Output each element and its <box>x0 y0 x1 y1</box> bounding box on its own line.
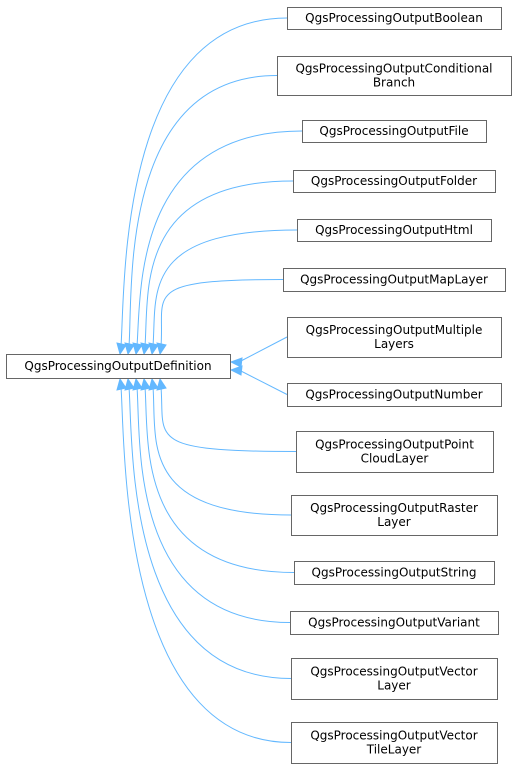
class-node-conditional-branch-label-line-1: QgsProcessingOutputConditional <box>295 62 492 76</box>
class-node-folder-label-line-1: QgsProcessingOutputFolder <box>311 174 477 188</box>
class-node-vector-layer-label-line-2: Layer <box>377 679 411 693</box>
inheritance-edge-vector-layer <box>128 386 292 679</box>
inheritance-edge-multiple-layers <box>238 336 288 363</box>
class-node-map-layer-label-line-1: QgsProcessingOutputMapLayer <box>300 273 488 287</box>
inheritance-edge-variant <box>136 386 291 623</box>
inheritance-edge-html <box>152 229 298 347</box>
class-node-multiple-layers-label-line-1: QgsProcessingOutputMultiple <box>306 323 483 337</box>
class-node-point-cloud-layer-label-line-1: QgsProcessingOutputPoint <box>315 438 474 452</box>
class-node-string-label-line-1: QgsProcessingOutputString <box>312 566 477 580</box>
inheritance-edge-conditional-branch <box>128 75 278 347</box>
class-node-vector-layer-label-line-1: QgsProcessingOutputVector <box>310 665 477 679</box>
inheritance-arrowhead-map-layer <box>156 342 167 356</box>
base-class-node-box <box>6 354 231 379</box>
inheritance-arrowhead-folder <box>140 342 151 356</box>
inheritance-arrowhead-file <box>132 342 143 356</box>
class-node-multiple-layers-label-line-2: Layers <box>374 337 414 351</box>
class-node-file-label-line-1: QgsProcessingOutputFile <box>319 124 468 138</box>
class-node-html[interactable]: QgsProcessingOutputHtml <box>297 219 492 242</box>
class-node-multiple-layers-box <box>287 317 502 358</box>
class-node-file-box <box>302 120 487 143</box>
base-class-node[interactable]: QgsProcessingOutputDefinition <box>6 354 231 379</box>
inheritance-arrowhead-vector-layer <box>124 377 135 391</box>
class-node-folder-box <box>293 170 496 193</box>
inheritance-arrowhead-number <box>229 365 243 376</box>
class-node-vector-layer-box <box>291 658 498 700</box>
inheritance-edge-map-layer <box>160 279 284 347</box>
inheritance-edge-vector-tile-layer <box>120 386 292 743</box>
class-node-boolean-label-line-1: QgsProcessingOutputBoolean <box>305 11 483 25</box>
inheritance-edge-string <box>144 386 295 573</box>
class-node-string-box <box>294 561 495 585</box>
class-node-raster-layer-label-line-2: Layer <box>377 515 411 529</box>
class-node-vector-tile-layer-label-line-2: TileLayer <box>366 743 422 757</box>
class-node-raster-layer-label-line-1: QgsProcessingOutputRaster <box>310 501 478 515</box>
class-nodes: QgsProcessingOutputDefinitionQgsProcessi… <box>6 7 512 764</box>
inheritance-arrowhead-point-cloud-layer <box>156 377 167 391</box>
class-node-vector-tile-layer-box <box>291 722 498 764</box>
class-node-number[interactable]: QgsProcessingOutputNumber <box>287 383 502 407</box>
class-node-folder[interactable]: QgsProcessingOutputFolder <box>293 170 496 193</box>
inheritance-edge-folder <box>144 180 294 347</box>
class-node-variant[interactable]: QgsProcessingOutputVariant <box>290 611 499 635</box>
inheritance-edge-file <box>136 130 303 347</box>
inheritance-arrowhead-html <box>148 342 159 356</box>
inheritance-edge-point-cloud-layer <box>160 386 297 452</box>
class-node-html-box <box>297 219 492 242</box>
class-node-variant-box <box>290 611 499 635</box>
inheritance-arrowhead-raster-layer <box>148 377 159 391</box>
inheritance-arrowhead-string <box>140 377 151 391</box>
inheritance-arrowhead-boolean <box>116 342 127 356</box>
inheritance-edges <box>116 17 303 743</box>
class-node-number-box <box>287 383 502 407</box>
inheritance-arrowhead-conditional-branch <box>124 342 135 356</box>
class-node-file[interactable]: QgsProcessingOutputFile <box>302 120 487 143</box>
class-node-html-label-line-1: QgsProcessingOutputHtml <box>315 223 473 237</box>
base-class-node-label-line-1: QgsProcessingOutputDefinition <box>24 359 211 373</box>
inheritance-arrowhead-multiple-layers <box>229 357 243 368</box>
class-node-point-cloud-layer-label-line-2: CloudLayer <box>361 452 429 466</box>
class-node-boolean-box <box>287 7 502 30</box>
class-node-raster-layer-box <box>291 495 498 536</box>
class-node-conditional-branch-box <box>277 56 512 96</box>
class-node-number-label-line-1: QgsProcessingOutputNumber <box>305 388 482 402</box>
class-node-conditional-branch-label-line-2: Branch <box>373 76 415 90</box>
inheritance-edge-boolean <box>120 17 288 347</box>
inheritance-arrowhead-vector-tile-layer <box>116 377 127 391</box>
class-node-vector-tile-layer-label-line-1: QgsProcessingOutputVector <box>310 729 477 743</box>
class-node-point-cloud-layer-box <box>296 431 494 473</box>
class-node-map-layer-box <box>283 268 506 292</box>
inheritance-edge-number <box>238 369 288 395</box>
class-node-variant-label-line-1: QgsProcessingOutputVariant <box>308 616 480 630</box>
class-node-map-layer[interactable]: QgsProcessingOutputMapLayer <box>283 268 506 292</box>
inheritance-edge-raster-layer <box>152 386 292 516</box>
class-node-string[interactable]: QgsProcessingOutputString <box>294 561 495 585</box>
class-node-boolean[interactable]: QgsProcessingOutputBoolean <box>287 7 502 30</box>
inheritance-arrowhead-variant <box>132 377 143 391</box>
